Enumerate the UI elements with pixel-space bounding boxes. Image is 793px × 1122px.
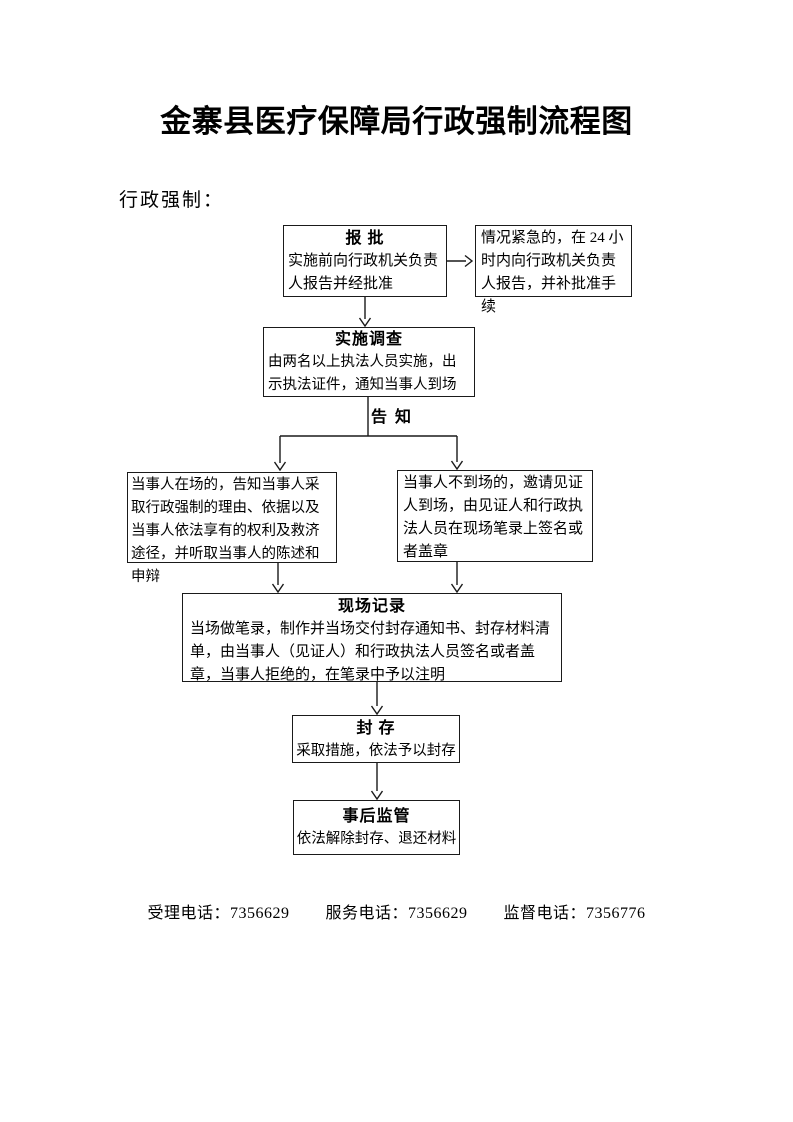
flow-box-onsite-record-title: 现场记录	[337, 598, 406, 615]
flow-box-onsite-record-body: 当场做笔录，制作并当场交付封存通知书、封存材料清单，由当事人（见证人）和行政执法…	[190, 621, 551, 683]
flow-box-party-present: 当事人在场的，告知当事人采取行政强制的理由、依据以及当事人依法享有的权利及救济途…	[127, 472, 337, 585]
flow-box-seal-title: 封 存	[356, 720, 396, 737]
flow-box-post-supervision-body: 依法解除封存、退还材料	[296, 831, 457, 847]
flow-box-post-supervision-title: 事后监管	[342, 808, 411, 825]
flow-box-investigation-title: 实施调查	[334, 331, 403, 348]
supervision-phone: 监督电话：7356776	[503, 905, 646, 922]
acceptance-phone: 受理电话：7356629	[147, 905, 290, 922]
flow-box-approval: 报 批 实施前向行政机关负责人报告并经批准	[283, 225, 447, 297]
flow-box-investigation-body: 由两名以上执法人员实施，出示执法证件，通知当事人到场	[268, 354, 457, 393]
flow-box-party-absent: 当事人不到场的，邀请见证人到场，由见证人和行政执法人员在现场笔录上签名或者盖章	[397, 470, 593, 562]
flow-box-investigation: 实施调查 由两名以上执法人员实施，出示执法证件，通知当事人到场	[263, 327, 475, 397]
flow-box-onsite-record: 现场记录 当场做笔录，制作并当场交付封存通知书、封存材料清单，由当事人（见证人）…	[182, 593, 562, 683]
contact-phones: 受理电话：7356629 服务电话：7356629 监督电话：7356776	[0, 899, 793, 923]
flow-label-notify: 告 知	[371, 409, 414, 426]
flow-box-approval-body: 实施前向行政机关负责人报告并经批准	[288, 253, 439, 292]
page-title: 金寨县医疗保障局行政强制流程图	[160, 104, 633, 139]
flow-box-urgent-report-body: 情况紧急的，在 24 小时内向行政机关负责人报告，并补批准手续	[481, 230, 624, 315]
service-phone: 服务电话：7356629	[325, 905, 468, 922]
flow-box-seal-body: 采取措施，依法予以封存	[296, 743, 456, 759]
flow-box-party-absent-body: 当事人不到场的，邀请见证人到场，由见证人和行政执法人员在现场笔录上签名或者盖章	[403, 475, 584, 560]
flow-box-urgent-report: 情况紧急的，在 24 小时内向行政机关负责人报告，并补批准手续	[475, 225, 632, 315]
section-label: 行政强制：	[119, 190, 225, 211]
flow-box-seal: 封 存 采取措施，依法予以封存	[292, 715, 460, 763]
flow-box-approval-title: 报 批	[345, 230, 385, 247]
flow-box-party-present-body: 当事人在场的，告知当事人采取行政强制的理由、依据以及当事人依法享有的权利及救济途…	[131, 477, 320, 585]
flow-box-post-supervision: 事后监管 依法解除封存、退还材料	[293, 800, 460, 855]
